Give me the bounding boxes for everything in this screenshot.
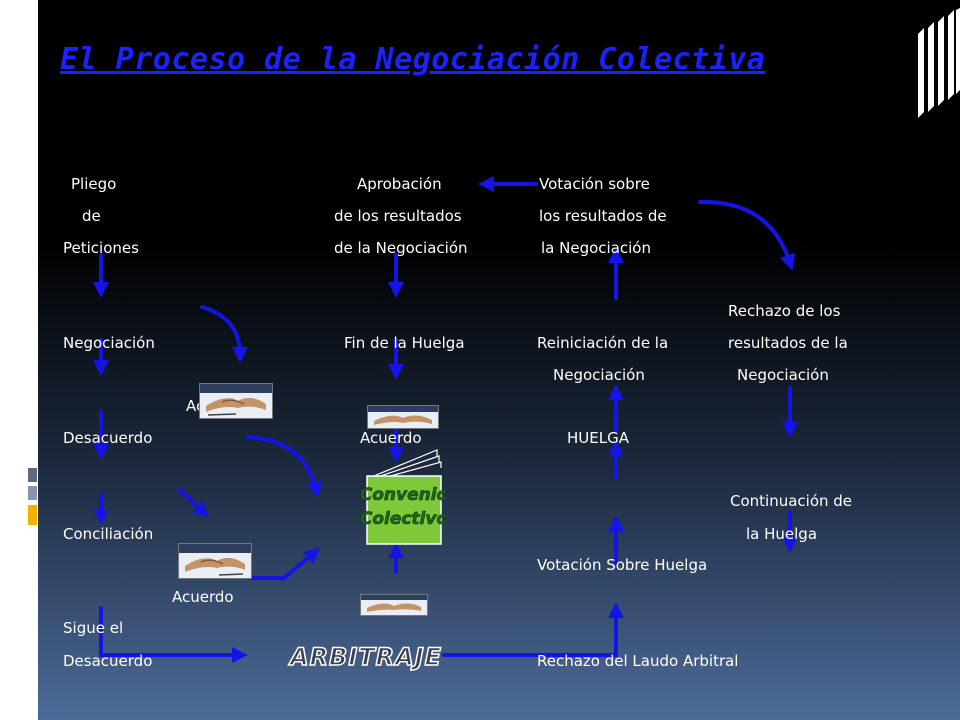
label-votacion-2: los resultados de	[539, 207, 667, 225]
handshake-icon	[361, 595, 427, 615]
label-desacuerdo-final: Desacuerdo	[63, 652, 153, 670]
arrow-curve	[698, 199, 796, 271]
handshake-icon	[368, 406, 438, 428]
decorative-stripes	[918, 8, 960, 118]
label-continuacion-2: la Huelga	[746, 525, 818, 543]
document-stack-icon: Convenio Colectivo	[359, 449, 445, 545]
label-rechazo-2: resultados de la	[728, 334, 848, 352]
label-de: de	[82, 207, 101, 225]
label-reiniciacion-2: Negociación	[553, 366, 645, 384]
handshake-image	[360, 594, 428, 616]
convenio-line2: Colectivo	[360, 509, 445, 529]
handshake-icon	[179, 544, 251, 578]
convenio-colectivo-document: Convenio Colectivo	[355, 448, 445, 548]
arrow-curve	[245, 435, 323, 498]
arrow-path	[442, 602, 624, 657]
accent-square	[28, 486, 37, 500]
handshake-icon	[200, 384, 272, 418]
label-conciliacion: Conciliación	[63, 525, 154, 543]
label-acuerdo-conciliacion: Acuerdo	[172, 588, 234, 606]
arbitraje-wordart: ARBITRAJE	[289, 642, 443, 672]
label-negociacion: Negociación	[63, 334, 155, 352]
label-continuacion: Continuación de	[730, 492, 853, 510]
arrow-path	[99, 606, 248, 663]
label-acuerdo-arbitraje: o	[424, 652, 434, 670]
label-sigue-el: Sigue el	[63, 619, 124, 637]
arrow-diagonal	[178, 488, 209, 518]
label-aprobacion: Aprobación	[357, 175, 442, 193]
label-aprobacion-3: de la Negociación	[334, 239, 468, 257]
handshake-image	[199, 383, 273, 419]
arrow-path	[248, 547, 321, 580]
label-desacuerdo: Desacuerdo	[63, 429, 153, 447]
label-acuerdo-center: Acuerdo	[360, 429, 422, 447]
handshake-image	[367, 405, 439, 429]
accent-square	[28, 468, 37, 482]
label-pliego: Pliego	[71, 175, 117, 193]
arrow-curve	[200, 305, 248, 363]
label-peticiones: Peticiones	[63, 239, 139, 257]
label-votacion-3: la Negociación	[541, 239, 651, 257]
label-rechazo-3: Negociación	[737, 366, 829, 384]
label-rechazo-laudo: Rechazo del Laudo Arbitral	[537, 652, 739, 670]
handshake-image	[178, 543, 252, 579]
left-accent-bar	[0, 0, 38, 720]
slide-title: El Proceso de la Negociación Colectiva	[60, 42, 766, 77]
label-huelga: HUELGA	[567, 429, 629, 447]
label-rechazo: Rechazo de los	[728, 302, 841, 320]
convenio-line1: Convenio	[360, 485, 445, 505]
label-fin-huelga: Fin de la Huelga	[344, 334, 465, 352]
label-reiniciacion: Reiniciación de la	[537, 334, 669, 352]
accent-square	[28, 505, 37, 525]
label-aprobacion-2: de los resultados	[334, 207, 462, 225]
label-votacion: Votación sobre	[539, 175, 650, 193]
label-votacion-huelga: Votación Sobre Huelga	[537, 556, 708, 574]
